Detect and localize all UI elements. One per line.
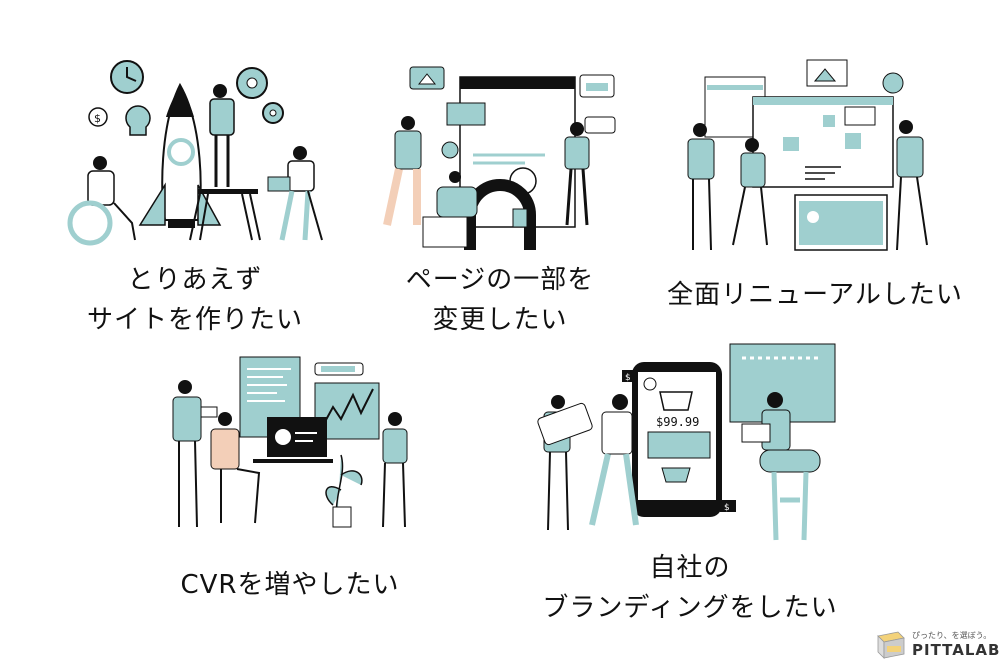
- page-edit-illustration: [383, 66, 616, 250]
- service-card-branding: $99.99 $ $ 自社の ブランディングをしたい: [530, 340, 850, 630]
- svg-text:$: $: [724, 503, 730, 513]
- gear-icon: [236, 67, 268, 99]
- analytics-team-illustration: [172, 356, 408, 528]
- image-icon: [417, 73, 437, 85]
- service-card-increase-cvr: CVRを増やしたい: [165, 355, 415, 605]
- service-card-full-renewal: 全面リニューアルしたい: [665, 55, 965, 315]
- lightbulb-icon: [125, 105, 151, 136]
- caption-full-renewal: 全面リニューアルしたい: [667, 280, 963, 310]
- ecommerce-branding-illustration: $99.99 $ $: [537, 343, 836, 541]
- svg-text:$99.99: $99.99: [656, 415, 699, 429]
- service-card-create-site: $ とりあえず サイトを作りたい: [60, 55, 330, 345]
- shopping-basket-icon: [661, 467, 691, 483]
- caption-create-site: とりあえず サイトを作りたい: [86, 265, 303, 335]
- svg-text:$: $: [94, 112, 101, 125]
- rocket-icon: [138, 82, 222, 228]
- shopping-basket-icon: [659, 391, 693, 411]
- service-card-partial-change: ページの一部を 変更したい: [375, 65, 625, 345]
- gear-icon: [262, 102, 284, 124]
- logo-tagline: ぴったり、を選ぼう。: [912, 631, 992, 640]
- dollar-icon: [88, 107, 108, 127]
- renewal-board-illustration: [687, 59, 928, 251]
- pittalab-logo: ぴったり、を選ぼう。 PITTALAB: [872, 627, 999, 663]
- logo-mark-icon: [877, 631, 905, 659]
- svg-text:$: $: [625, 373, 631, 383]
- logo-name: PITTALAB: [912, 641, 1000, 659]
- image-icon: [813, 68, 837, 82]
- caption-partial-change: ページの一部を 変更したい: [405, 265, 595, 335]
- caption-increase-cvr: CVRを増やしたい: [180, 570, 400, 600]
- caption-branding: 自社の ブランディングをしたい: [542, 553, 838, 623]
- team-rocket-illustration: $: [67, 60, 323, 246]
